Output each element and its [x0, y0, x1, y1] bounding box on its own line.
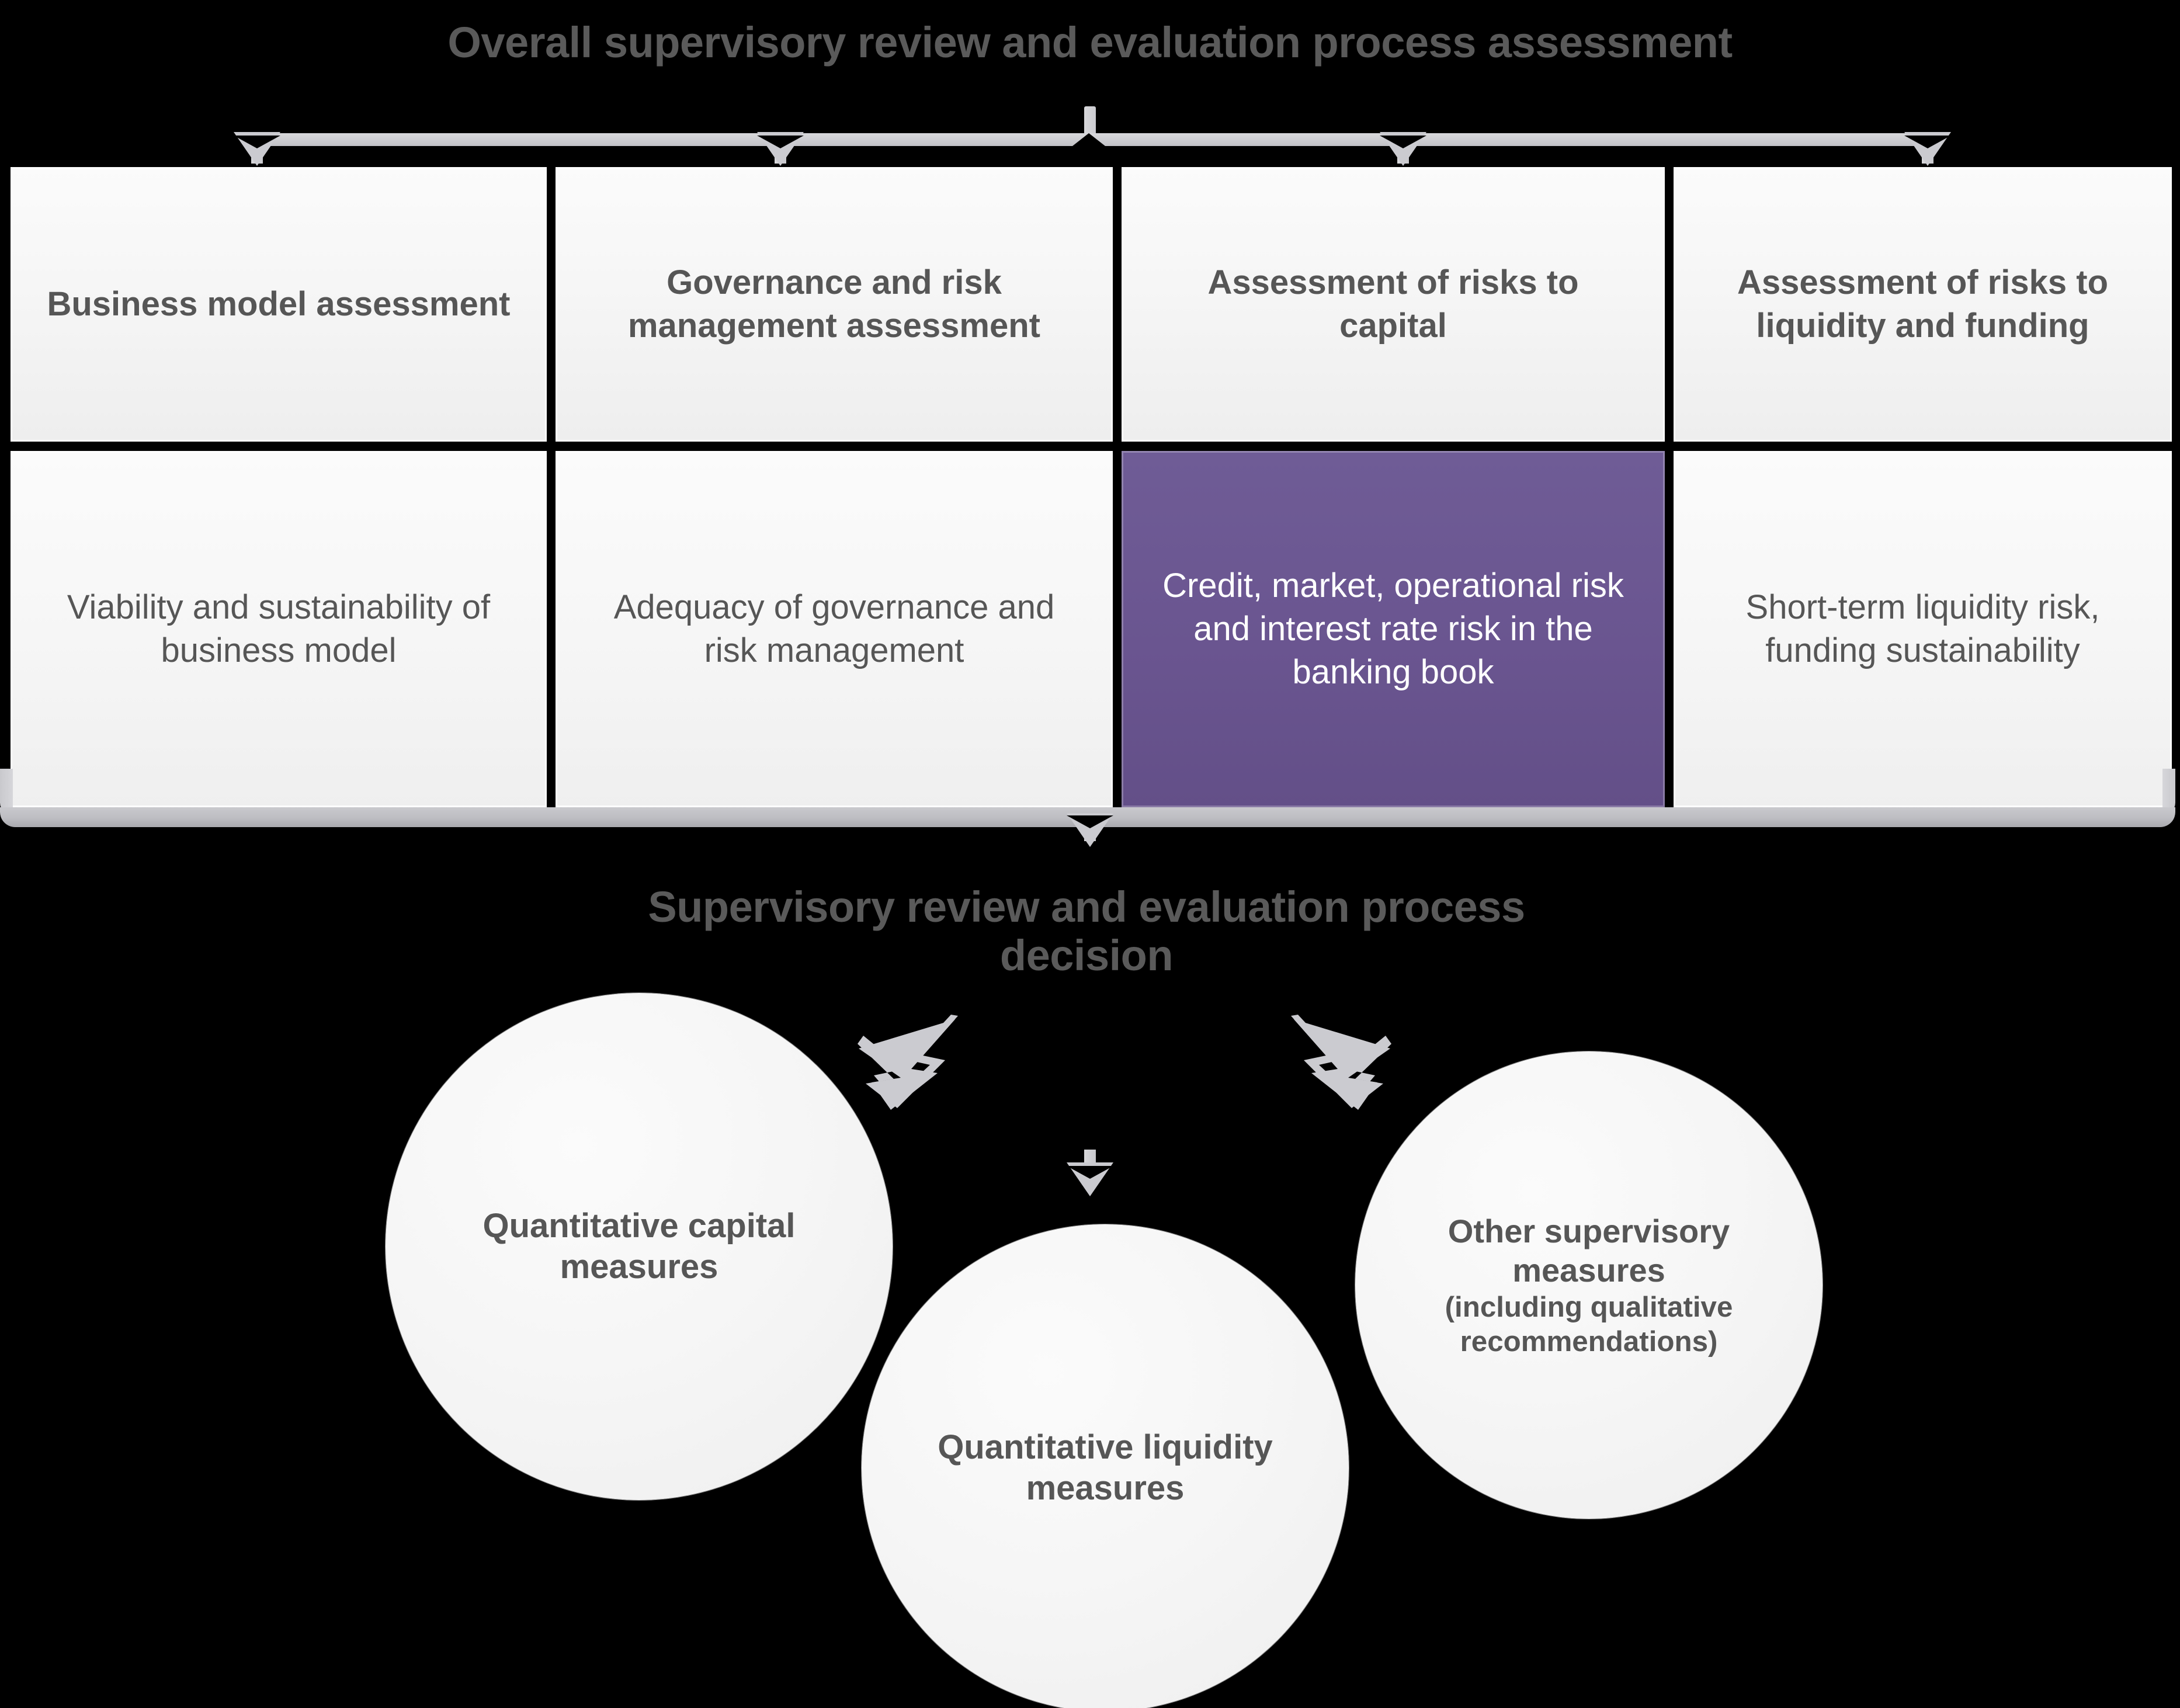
bracket-arrow-2-notch — [757, 136, 804, 148]
table-body-cell-liquidity-funding[interactable]: Short-term liquidity risk, funding susta… — [1674, 451, 2172, 807]
outcome-circle-liquidity-measures[interactable]: Quantitative liquidity measures — [862, 1224, 1349, 1708]
decision-title-line-1: Supervisory review and evaluation proces… — [648, 883, 1525, 931]
decision-arrow-notch — [1067, 815, 1113, 828]
table-body-cell-governance[interactable]: Adequacy of governance and risk manageme… — [556, 451, 1113, 807]
bracket-arrow-1-notch — [234, 136, 280, 148]
table-header-cell-risks-to-capital[interactable]: Assessment of risks to capital — [1122, 167, 1665, 442]
outcome-circle-other-measures[interactable]: Other supervisory measures (including qu… — [1355, 1051, 1823, 1519]
header-label: Assessment of risks to liquidity and fun… — [1737, 263, 2109, 345]
body-label: Credit, market, operational risk and int… — [1162, 566, 1624, 692]
header-label: Governance and risk management assessmen… — [627, 263, 1040, 345]
table-header-cell-business-model[interactable]: Business model assessment — [11, 167, 547, 442]
outcome-sublabel: (including qualitative recommendations) — [1445, 1291, 1733, 1358]
table-header-cell-governance[interactable]: Governance and risk management assessmen… — [556, 167, 1113, 442]
outcome-label: Quantitative liquidity measures — [938, 1428, 1273, 1507]
body-label: Short-term liquidity risk, funding susta… — [1745, 588, 2100, 669]
bracket-arrow-3-notch — [1380, 136, 1426, 148]
header-label: Assessment of risks to capital — [1207, 263, 1579, 345]
table-shadow-right — [2162, 769, 2175, 815]
arrow-down-right-icon — [1291, 1015, 1391, 1110]
bracket-arrow-4-notch — [1904, 136, 1951, 148]
body-label: Adequacy of governance and risk manageme… — [613, 588, 1055, 669]
page-title: Overall supervisory review and evaluatio… — [447, 18, 1733, 67]
outcome-circle-capital-measures[interactable]: Quantitative capital measures — [386, 993, 893, 1500]
arrow-down-left-icon — [858, 1015, 958, 1110]
decision-section-title: Supervisory review and evaluation proces… — [444, 883, 1729, 980]
table-body-cell-business-model[interactable]: Viability and sustainability of business… — [11, 451, 547, 807]
header-label: Business model assessment — [47, 284, 511, 323]
bracket-center-notch — [1072, 133, 1105, 146]
body-label: Viability and sustainability of business… — [67, 588, 491, 669]
table-shadow-left — [0, 769, 13, 815]
table-body-cell-risks-to-capital-highlighted[interactable]: Credit, market, operational risk and int… — [1122, 451, 1665, 807]
bracket-stem-icon — [1084, 106, 1096, 137]
center-outcome-arrow-notch — [1067, 1166, 1113, 1179]
assessment-table: Business model assessment Governance and… — [11, 167, 2172, 815]
outcome-label: Other supervisory measures — [1447, 1212, 1730, 1289]
decision-title-line-2: decision — [999, 931, 1174, 980]
outcome-label: Quantitative capital measures — [482, 1207, 796, 1286]
table-header-cell-liquidity-funding[interactable]: Assessment of risks to liquidity and fun… — [1674, 167, 2172, 442]
